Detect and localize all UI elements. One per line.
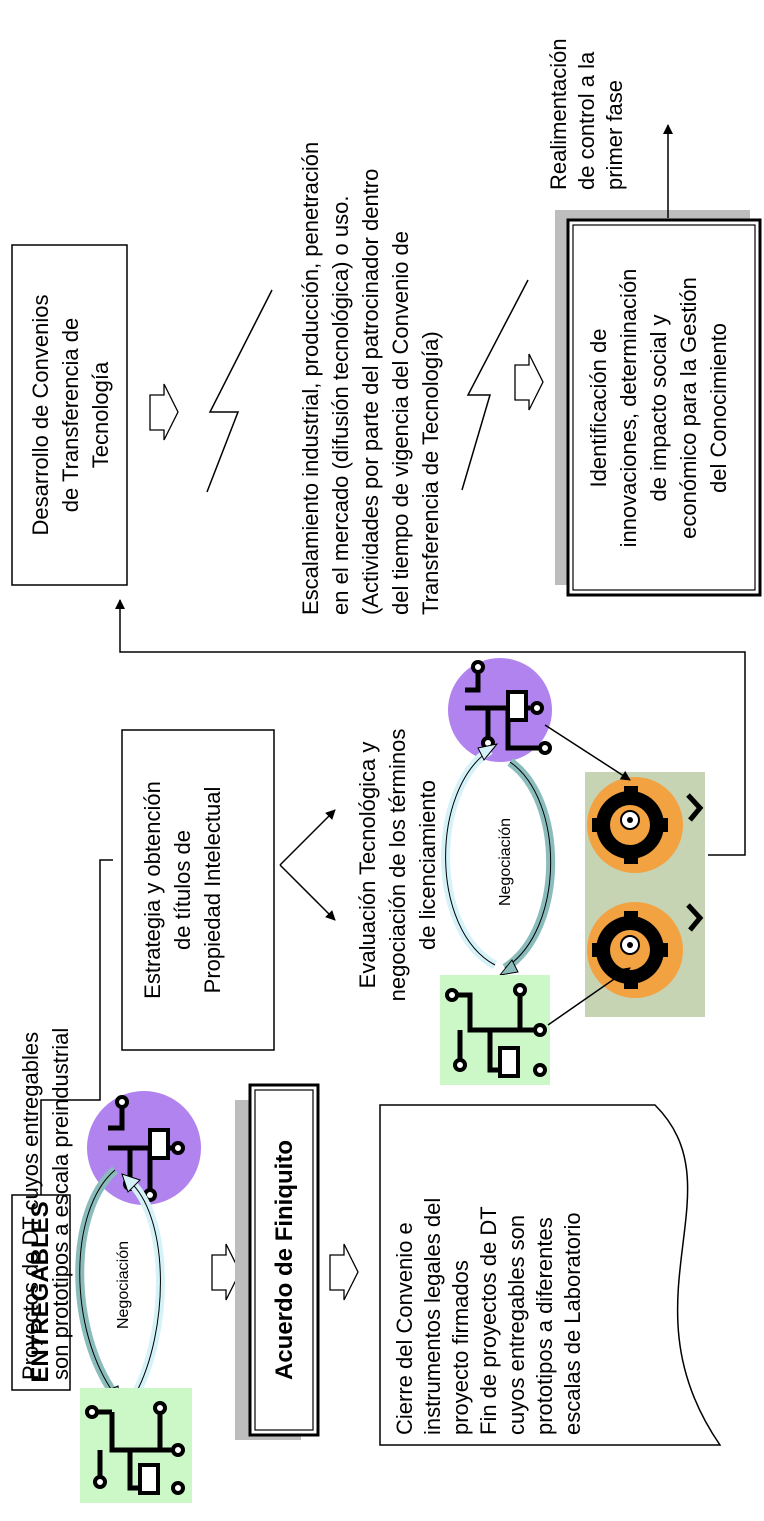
cierre-line-1: Cierre del Convenio e xyxy=(392,1222,417,1435)
arrow-green-to-gears xyxy=(547,967,631,1026)
negotiation-cycle-left: Negociación xyxy=(75,1166,165,1402)
block-arrow-to-acuerdo xyxy=(211,1243,241,1301)
desarrollo-line-3: Tecnología xyxy=(88,361,113,468)
fork-arrow-up xyxy=(279,809,336,866)
evaluacion-line-1: Evaluación Tecnológica y xyxy=(355,742,380,989)
estrategia-line-2: de títulos de xyxy=(170,830,195,950)
gear-icon-bottom xyxy=(587,902,683,998)
identificacion-line-4: económico para la Gestión xyxy=(676,277,701,539)
arrow-gears-to-desarrollo xyxy=(115,599,746,856)
negociacion-right-label: Negociación xyxy=(497,818,514,906)
entregables-box xyxy=(11,1194,71,1391)
acuerdo-label: Acuerdo de Finiquito xyxy=(271,1140,298,1380)
fork-arrow-down xyxy=(279,864,336,921)
circuit-icon-purple-right xyxy=(448,658,552,762)
cierre-line-7: escalas de Laboratorio xyxy=(560,1212,585,1435)
negociacion-left-label: Negociación xyxy=(115,1241,132,1329)
identificacion-line-1: Identificación de xyxy=(586,329,611,488)
realimentacion-line-2: de control a la xyxy=(574,51,599,190)
identificacion-box: Identificación de innovaciones, determin… xyxy=(555,210,762,597)
circuit-icon-green-left xyxy=(80,1388,192,1503)
desarrollo-line-2: de Transferencia de xyxy=(58,318,83,512)
estrategia-line-1: Estrategia y obtención xyxy=(140,781,165,999)
escalamiento-line-1: Escalamiento industrial, producción, pen… xyxy=(298,142,323,615)
brace-left xyxy=(206,289,273,493)
negotiation-cycle-right: Negociación xyxy=(441,743,556,976)
entregables-connector xyxy=(40,859,113,1195)
escalamiento-line-4: del tiempo de vigencia del Convenio de xyxy=(388,231,413,615)
evaluacion-line-2: negociación de los términos xyxy=(385,729,410,1002)
cierre-document: Cierre del Convenio e instrumentos legal… xyxy=(379,1104,722,1446)
estrategia-box: Estrategia y obtención de títulos de Pro… xyxy=(121,729,275,1051)
cierre-line-5: cuyos entregables son xyxy=(504,1215,529,1435)
desarrollo-box: Desarrollo de Convenios de Transferencia… xyxy=(11,244,128,586)
proyectos-dt-line-2: son prototipos a escala preindustrial xyxy=(48,1028,73,1380)
entregables-label: ENTREGABLES xyxy=(27,1201,54,1382)
escalamiento-line-2: en el mercado (difusión tecnológica) o u… xyxy=(328,196,353,615)
evaluacion-text: Evaluación Tecnológica y negociación de … xyxy=(355,729,440,1002)
cierre-line-2: instrumentos legales del xyxy=(420,1198,445,1435)
estrategia-line-3: Propiedad Intelectual xyxy=(200,787,225,994)
escalamiento-text: Escalamiento industrial, producción, pen… xyxy=(298,142,443,615)
cierre-line-4: Fin de proyectos de DT xyxy=(476,1206,501,1435)
desarrollo-line-1: Desarrollo de Convenios xyxy=(28,295,53,536)
acuerdo-finiquito-box: Acuerdo de Finiquito xyxy=(235,1083,320,1440)
brace-right xyxy=(461,279,529,491)
gears-box xyxy=(585,772,705,1017)
realimentacion-line-3: primer fase xyxy=(602,80,627,190)
cierre-line-3: proyecto firmados xyxy=(448,1260,473,1435)
cierre-line-6: prototipos a diferentes xyxy=(532,1217,557,1435)
circuit-icon-green-right xyxy=(440,975,550,1085)
escalamiento-line-5: Transferencia de Tecnología) xyxy=(418,331,443,615)
circuit-icon-purple-left xyxy=(87,1091,201,1205)
block-arrow-to-identificacion xyxy=(514,353,544,411)
proyectos-dt-line-1: Proyectos de DT cuyos entregables xyxy=(18,1032,43,1380)
proyectos-dt-text: Proyectos de DT cuyos entregables son pr… xyxy=(18,1028,73,1380)
realimentacion-text: Realimentación de control a la primer fa… xyxy=(546,38,627,190)
escalamiento-line-3: (Actividades por parte del patrocinador … xyxy=(358,169,383,615)
block-arrow-to-escalamiento xyxy=(149,383,179,441)
evaluacion-line-3: de licenciamiento xyxy=(415,780,440,950)
identificacion-line-5: del Conocimiento xyxy=(706,323,731,493)
block-arrow-to-cierre xyxy=(329,1243,359,1301)
realimentacion-line-1: Realimentación xyxy=(546,38,571,190)
identificacion-line-3: de impacto social y xyxy=(646,314,671,501)
identificacion-line-2: innovaciones, determinación xyxy=(616,269,641,548)
gear-icon-top xyxy=(587,777,683,873)
arrow-purple-to-gears xyxy=(544,724,631,781)
